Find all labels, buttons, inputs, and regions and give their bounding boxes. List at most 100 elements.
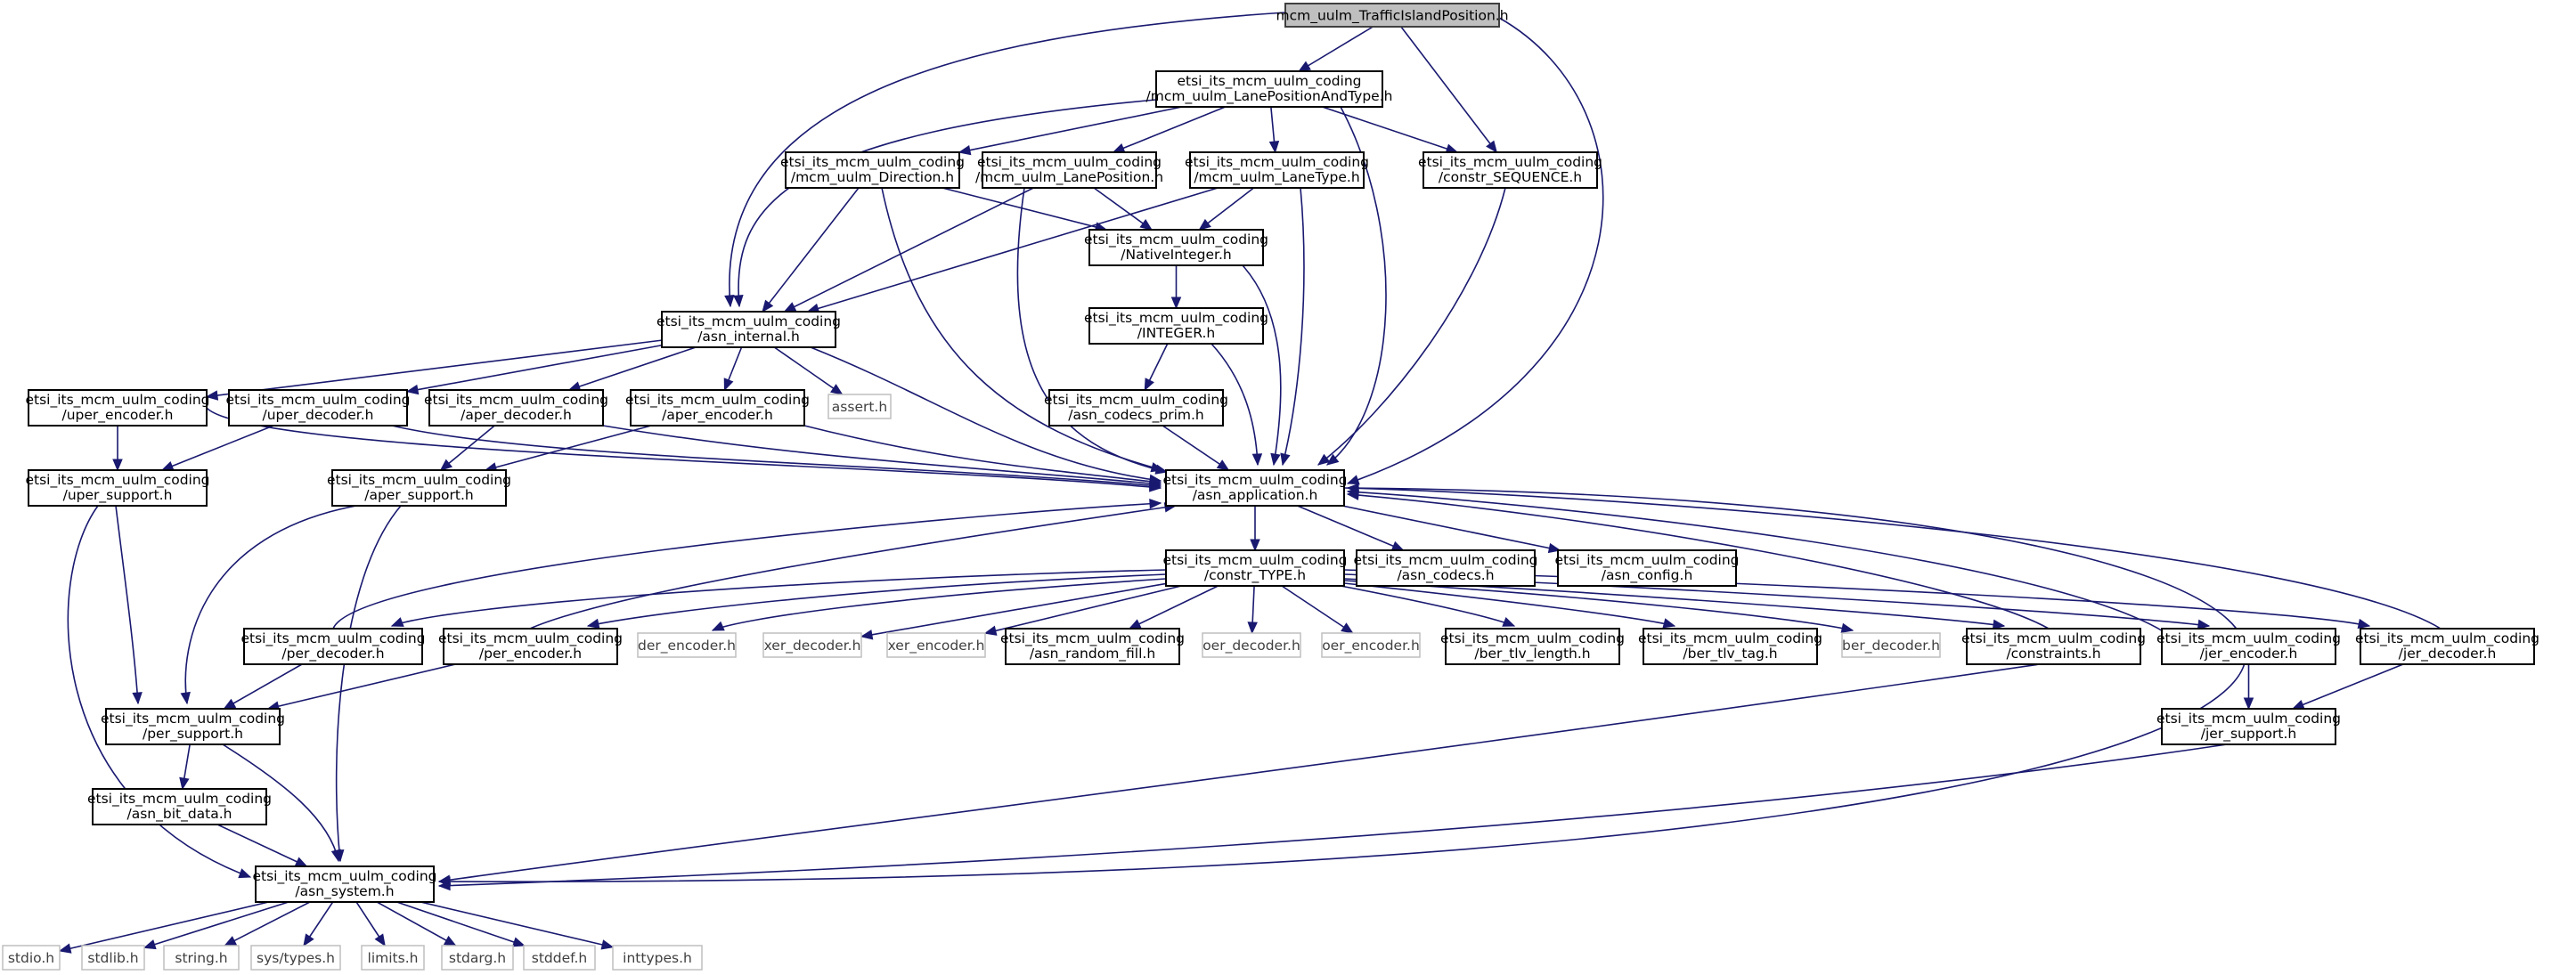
node-uper-encoder[interactable]: etsi_its_mcm_uulm_coding/uper_encoder.h: [25, 389, 210, 427]
node-box[interactable]: [1643, 628, 1818, 665]
node-asn-internal[interactable]: etsi_its_mcm_uulm_coding/asn_internal.h: [656, 311, 841, 348]
node-asn-codecs-prim[interactable]: etsi_its_mcm_uulm_coding/asn_codecs_prim…: [1044, 389, 1228, 427]
node-box[interactable]: [1005, 628, 1180, 665]
node-box[interactable]: [1445, 628, 1620, 665]
node-box[interactable]: [163, 945, 240, 971]
node-lanetype[interactable]: etsi_its_mcm_uulm_coding/mcm_uulm_LaneTy…: [1185, 151, 1369, 189]
node-box[interactable]: [630, 389, 805, 427]
node-xer-decoder[interactable]: xer_decoder.h: [762, 632, 862, 658]
node-box[interactable]: [762, 632, 862, 658]
node-box[interactable]: [886, 632, 986, 658]
node-box[interactable]: [637, 632, 737, 658]
node-box[interactable]: [1165, 549, 1345, 587]
node-box[interactable]: [2161, 628, 2336, 665]
edge-per_decoder-to-per_support: [223, 663, 303, 710]
node-jer-decoder[interactable]: etsi_its_mcm_uulm_coding/jer_decoder.h: [2355, 628, 2539, 665]
node-oer-encoder[interactable]: oer_encoder.h: [1321, 632, 1421, 658]
node-box[interactable]: [228, 389, 408, 427]
node-stdarg[interactable]: stdarg.h: [441, 945, 514, 971]
node-lanepos-type[interactable]: etsi_its_mcm_uulm_coding/mcm_uulm_LanePo…: [1146, 70, 1393, 108]
node-asn-config[interactable]: etsi_its_mcm_uulm_coding/asn_config.h: [1554, 549, 1740, 587]
node-xer-encoder[interactable]: xer_encoder.h: [886, 632, 986, 658]
node-box[interactable]: [2, 945, 61, 971]
edge-asn_system-to-limits: [355, 901, 386, 947]
node-box[interactable]: [1088, 229, 1264, 266]
node-box[interactable]: [331, 469, 507, 507]
node-box[interactable]: [105, 708, 281, 745]
edge-lanepos_type-to-asn_internal-arrowhead: [733, 295, 744, 308]
node-string[interactable]: string.h: [163, 945, 240, 971]
node-asn-bit-data[interactable]: etsi_its_mcm_uulm_coding/asn_bit_data.h: [87, 788, 272, 825]
node-box[interactable]: [255, 865, 435, 903]
node-box[interactable]: [2360, 628, 2535, 665]
node-uper-decoder[interactable]: etsi_its_mcm_uulm_coding/uper_decoder.h: [225, 389, 411, 427]
node-box[interactable]: [243, 628, 423, 665]
node-box[interactable]: [1284, 3, 1500, 28]
node-assert[interactable]: assert.h: [827, 394, 892, 419]
node-root[interactable]: mcm_uulm_TrafficIslandPosition.h: [1276, 3, 1509, 28]
node-oer-decoder[interactable]: oer_decoder.h: [1202, 632, 1301, 658]
node-box[interactable]: [523, 945, 596, 971]
node-box[interactable]: [661, 311, 836, 348]
node-per-support[interactable]: etsi_its_mcm_uulm_coding/per_support.h: [101, 708, 285, 745]
node-asn-system[interactable]: etsi_its_mcm_uulm_coding/asn_system.h: [252, 865, 437, 903]
node-label-line: /aper_support.h: [364, 487, 473, 504]
node-inttypes[interactable]: inttypes.h: [612, 945, 703, 971]
node-integer[interactable]: etsi_its_mcm_uulm_coding/INTEGER.h: [1084, 307, 1268, 345]
node-box[interactable]: [28, 389, 208, 427]
node-ber-tlv-length[interactable]: etsi_its_mcm_uulm_coding/ber_tlv_length.…: [1440, 628, 1625, 665]
node-box[interactable]: [1189, 151, 1365, 189]
node-box[interactable]: [1423, 151, 1598, 189]
node-nativeinteger[interactable]: etsi_its_mcm_uulm_coding/NativeInteger.h: [1084, 229, 1268, 266]
node-box[interactable]: [1841, 632, 1941, 658]
node-box[interactable]: [441, 945, 514, 971]
node-jer-encoder[interactable]: etsi_its_mcm_uulm_coding/jer_encoder.h: [2156, 628, 2341, 665]
node-box[interactable]: [1165, 469, 1345, 507]
node-box[interactable]: [2161, 708, 2336, 745]
node-der-encoder[interactable]: der_encoder.h: [637, 632, 737, 658]
node-constr-type[interactable]: etsi_its_mcm_uulm_coding/constr_TYPE.h: [1162, 549, 1348, 587]
node-asn-codecs[interactable]: etsi_its_mcm_uulm_coding/asn_codecs.h: [1353, 549, 1538, 587]
node-asn-application[interactable]: etsi_its_mcm_uulm_coding/asn_application…: [1162, 469, 1348, 507]
node-ber-decoder[interactable]: ber_decoder.h: [1841, 632, 1941, 658]
node-box[interactable]: [92, 788, 267, 825]
edge-constr_type-to-jer_encoder-arrowhead: [2197, 619, 2211, 630]
node-uper-support[interactable]: etsi_its_mcm_uulm_coding/uper_support.h: [25, 469, 210, 507]
node-per-encoder[interactable]: etsi_its_mcm_uulm_coding/per_encoder.h: [438, 628, 623, 665]
node-box[interactable]: [443, 628, 618, 665]
node-box[interactable]: [1202, 632, 1301, 658]
node-aper-encoder[interactable]: etsi_its_mcm_uulm_coding/aper_encoder.h: [625, 389, 810, 427]
node-per-decoder[interactable]: etsi_its_mcm_uulm_coding/per_decoder.h: [240, 628, 426, 665]
node-box[interactable]: [612, 945, 703, 971]
node-laneposition[interactable]: etsi_its_mcm_uulm_coding/mcm_uulm_LanePo…: [975, 151, 1163, 189]
node-ber-tlv-tag[interactable]: etsi_its_mcm_uulm_coding/ber_tlv_tag.h: [1638, 628, 1822, 665]
node-direction[interactable]: etsi_its_mcm_uulm_coding/mcm_uulm_Direct…: [780, 151, 965, 189]
node-asn-random-fill[interactable]: etsi_its_mcm_uulm_coding/asn_random_fill…: [1000, 628, 1185, 665]
node-stdlib[interactable]: stdlib.h: [81, 945, 145, 971]
node-box[interactable]: [1356, 549, 1536, 587]
node-box[interactable]: [1557, 549, 1737, 587]
node-stddef[interactable]: stddef.h: [523, 945, 596, 971]
node-stdio[interactable]: stdio.h: [2, 945, 61, 971]
node-aper-decoder[interactable]: etsi_its_mcm_uulm_coding/aper_decoder.h: [424, 389, 608, 427]
node-box[interactable]: [1048, 389, 1224, 427]
node-box[interactable]: [785, 151, 960, 189]
node-box[interactable]: [1155, 70, 1383, 108]
node-box[interactable]: [361, 945, 425, 971]
node-box[interactable]: [28, 469, 208, 507]
node-systypes[interactable]: sys/types.h: [250, 945, 341, 971]
node-box[interactable]: [827, 394, 892, 419]
node-box[interactable]: [982, 151, 1157, 189]
node-jer-support[interactable]: etsi_its_mcm_uulm_coding/jer_support.h: [2156, 708, 2341, 745]
node-aper-support[interactable]: etsi_its_mcm_uulm_coding/aper_support.h: [327, 469, 511, 507]
node-constr-sequence[interactable]: etsi_its_mcm_uulm_coding/constr_SEQUENCE…: [1418, 151, 1602, 189]
node-constraints[interactable]: etsi_its_mcm_uulm_coding/constraints.h: [1961, 628, 2146, 665]
node-box[interactable]: [1088, 307, 1264, 345]
node-box[interactable]: [81, 945, 145, 971]
node-box[interactable]: [1321, 632, 1421, 658]
node-box[interactable]: [1966, 628, 2141, 665]
node-box[interactable]: [250, 945, 341, 971]
node-box[interactable]: [428, 389, 604, 427]
node-limits[interactable]: limits.h: [361, 945, 425, 971]
node-label-line: /constr_TYPE.h: [1204, 567, 1306, 584]
